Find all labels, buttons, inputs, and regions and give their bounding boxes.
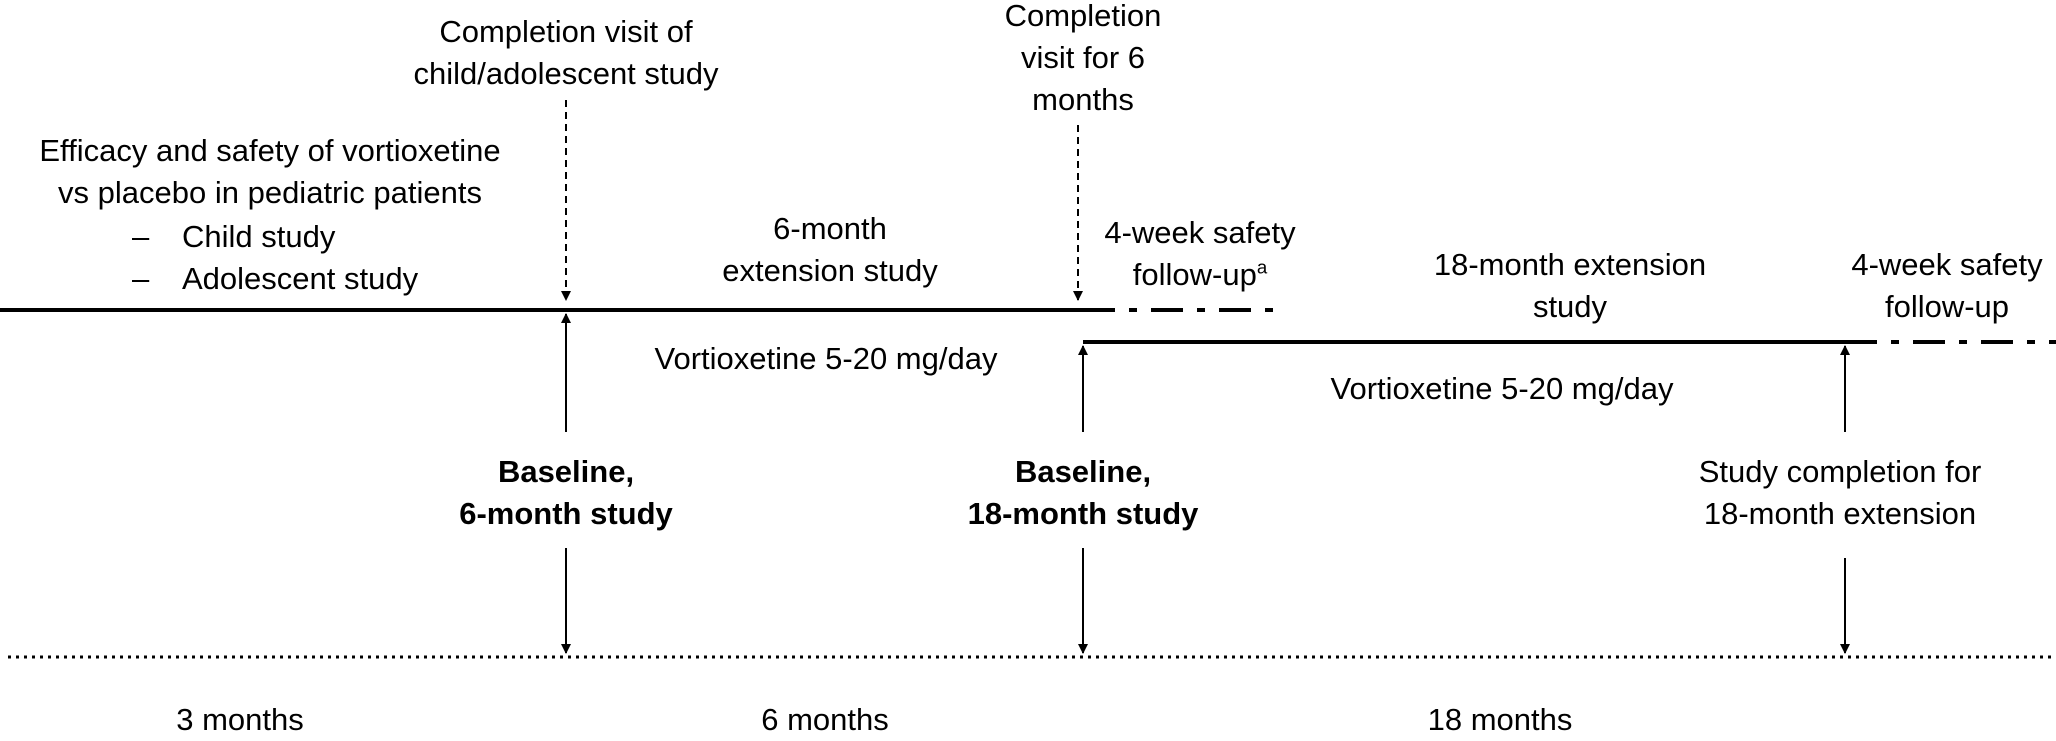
- completion18-line2: 18-month extension: [1703, 496, 1977, 531]
- duration-3-months: 3 months: [176, 702, 304, 737]
- child-completion-line1: Completion visit of: [439, 14, 693, 49]
- followup1-text: follow-up: [1132, 257, 1257, 292]
- child-completion-callout: Completion visit of child/adolescent stu…: [366, 11, 766, 95]
- followup2-line2: follow-up: [1884, 289, 2010, 324]
- bullet-dash: –: [132, 261, 150, 296]
- pediatric-title-line2: vs placebo in pediatric patients: [58, 175, 482, 210]
- followup1-label: 4-week safety follow-upa: [1085, 212, 1315, 296]
- bullet-dash: –: [132, 219, 150, 254]
- followup1-line2: follow-upa: [1085, 254, 1315, 296]
- baseline18-line1: Baseline,: [1014, 454, 1152, 489]
- adolescent-study-label: Adolescent study: [182, 261, 419, 296]
- list-item-child: –Child study: [132, 216, 418, 258]
- extension18-label: 18-month extension study: [1400, 244, 1740, 328]
- completion18-label: Study completion for 18-month extension: [1670, 451, 2010, 535]
- six-month-completion-line3: months: [1032, 82, 1134, 117]
- followup1-line1: 4-week safety: [1104, 215, 1296, 250]
- dose-label-six-month: Vortioxetine 5-20 mg/day: [654, 341, 998, 376]
- followup2-line1: 4-week safety: [1851, 247, 2043, 282]
- followup2-label: 4-week safety follow-up: [1838, 244, 2056, 328]
- dose-label-eighteen-month: Vortioxetine 5-20 mg/day: [1330, 371, 1674, 406]
- six-month-ext-line2: extension study: [722, 253, 938, 288]
- six-month-ext-line1: 6-month: [773, 211, 887, 246]
- baseline6-line2: 6-month study: [459, 496, 673, 531]
- duration-18-months: 18 months: [1427, 702, 1573, 737]
- baseline18-label: Baseline, 18-month study: [913, 451, 1253, 535]
- baseline6-line1: Baseline,: [497, 454, 635, 489]
- baseline18-line2: 18-month study: [967, 496, 1199, 531]
- list-item-adolescent: –Adolescent study: [132, 258, 418, 300]
- baseline6-label: Baseline, 6-month study: [396, 451, 736, 535]
- extension18-line1: 18-month extension: [1433, 247, 1707, 282]
- footnote-marker: a: [1256, 256, 1268, 278]
- pediatric-study-list: –Child study –Adolescent study: [132, 216, 418, 300]
- six-month-completion-line1: Completion: [1004, 0, 1162, 33]
- six-month-extension-label: 6-month extension study: [690, 208, 970, 292]
- child-completion-line2: child/adolescent study: [413, 56, 719, 91]
- six-month-completion-callout: Completion visit for 6 months: [963, 0, 1203, 121]
- pediatric-study-description: Efficacy and safety of vortioxetine vs p…: [10, 130, 530, 214]
- extension18-line2: study: [1532, 289, 1608, 324]
- duration-6-months: 6 months: [761, 702, 889, 737]
- completion18-line1: Study completion for: [1698, 454, 1982, 489]
- child-study-label: Child study: [182, 219, 336, 254]
- six-month-completion-line2: visit for 6: [1020, 40, 1146, 75]
- pediatric-title-line1: Efficacy and safety of vortioxetine: [39, 133, 501, 168]
